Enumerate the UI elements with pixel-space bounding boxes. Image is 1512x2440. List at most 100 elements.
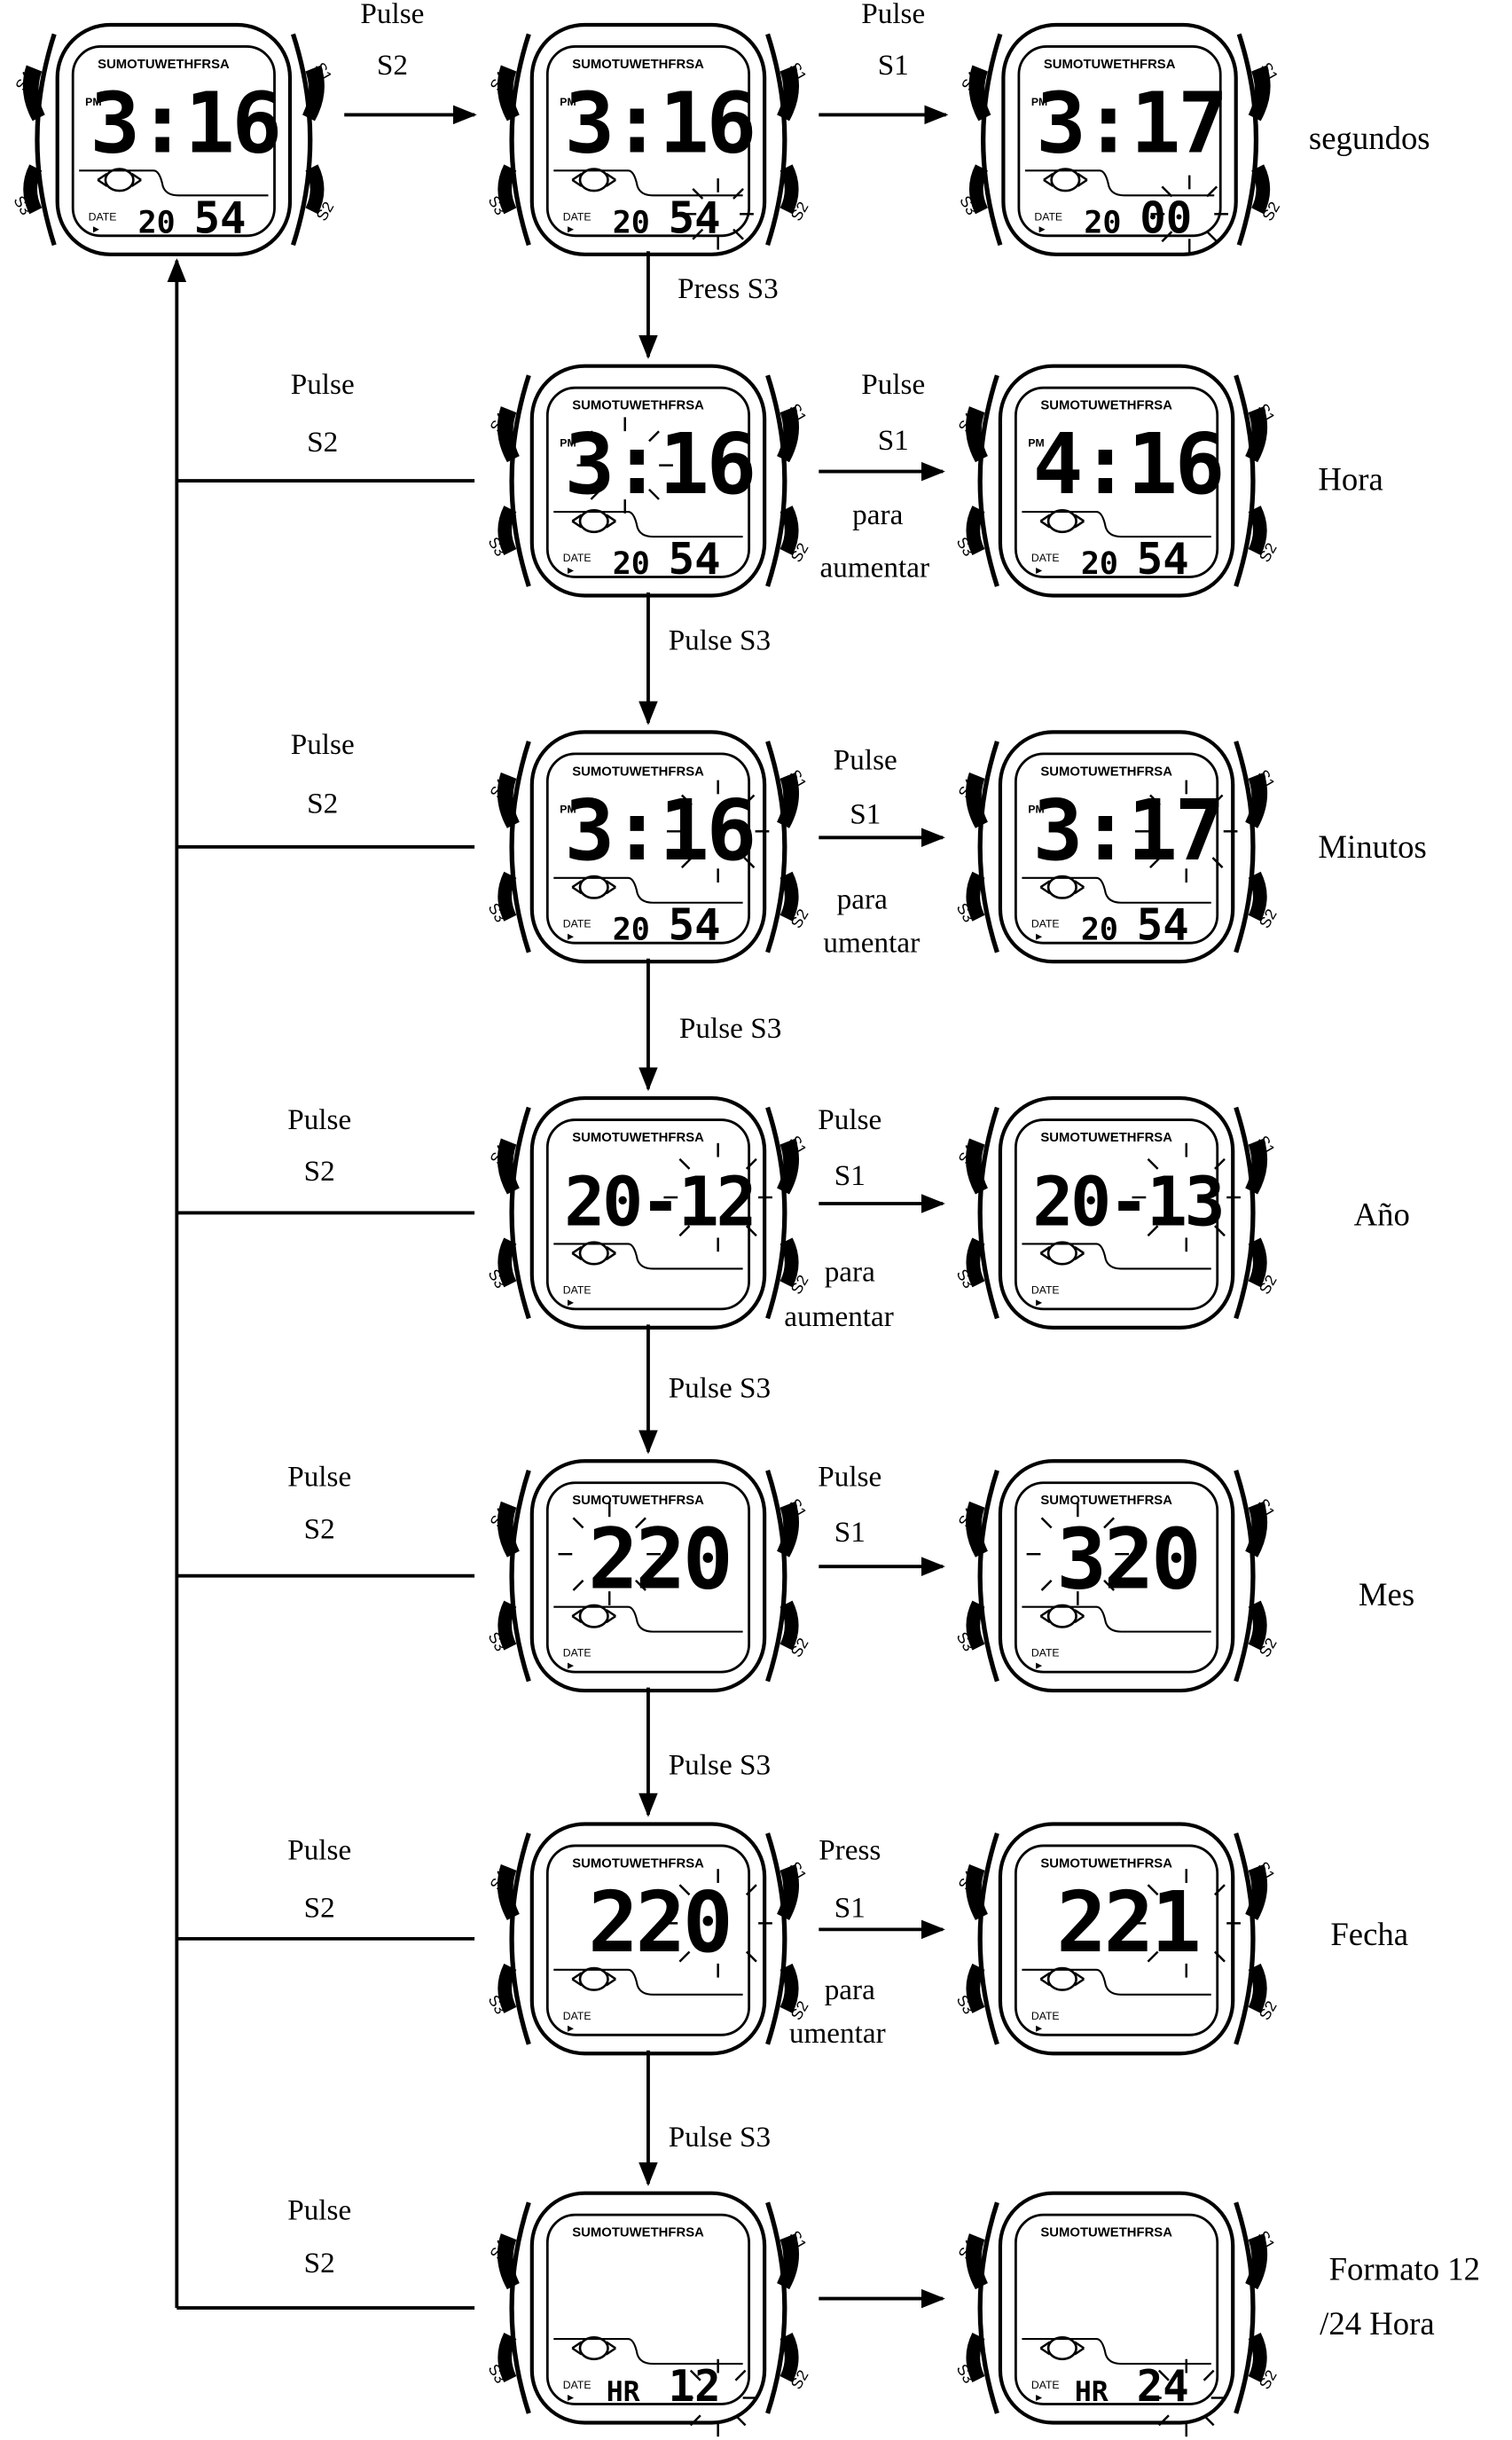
bezel-left [509,1106,531,1320]
day-of-week-strip: SUMOTUWETHFRSA [572,1856,704,1871]
pm-indicator: PM [1028,437,1044,450]
sub-digits-right: 12 [669,2361,721,2412]
blink-ray [689,2369,701,2381]
sub-digits-left: 20 [138,205,176,240]
bezel-right [765,1469,787,1683]
lcd-screen [1014,386,1219,578]
bezel-left [977,2201,999,2414]
button-s1-lug [777,1138,800,1195]
down-label-formato: Pulse S3 [668,2122,772,2154]
lcd-divider [553,1243,743,1270]
date-pointer [1036,2394,1043,2401]
blink-ray [678,1950,691,1963]
blink-rays [558,1502,661,1605]
return-s2-label: S2 [303,1155,335,1189]
date-label: DATE [563,2010,591,2022]
return-s2-label: S2 [303,1892,335,1926]
mode-icon [1046,1966,1077,1991]
section-label-formato: Formato 12 [1328,2250,1480,2288]
mode-icon-arrows [1039,2341,1085,2356]
hr-label: HR [1075,2376,1109,2408]
button-s3-lug [497,871,517,922]
day-of-week-strip: SUMOTUWETHFRSA [1040,1856,1172,1871]
button-s2-lug [780,164,799,215]
date-label: DATE [1034,210,1062,223]
button-s1-lug [1245,1138,1268,1195]
date-label: DATE [563,918,591,930]
main-digits: 3:17 [1033,782,1222,880]
button-s2-lug [1248,1963,1267,2013]
blink-ray [1214,1884,1226,1896]
lcd-screen [71,45,276,238]
sub-digits-left: 20 [1084,205,1121,240]
blink-ray [1040,1580,1053,1591]
button-s3-lug [966,506,985,556]
lcd-screen [545,1481,751,1674]
button-s4-lug [966,1501,988,1557]
date-label: DATE [89,210,117,223]
pm-indicator: PM [560,803,576,815]
date-pointer [568,568,575,575]
lcd-screen [1014,1844,1219,2036]
mode-icon [578,1966,609,1991]
button-s1-lug [1248,65,1271,122]
mode-icon-arrows [571,1245,616,1260]
button-s1-lug [1245,2233,1268,2290]
date-label: DATE [1031,1283,1060,1296]
pm-indicator: PM [85,96,101,108]
day-of-week-strip: SUMOTUWETHFRSA [1040,399,1172,413]
sub-digits-right: 00 [1140,192,1192,243]
mode-icon [104,168,135,192]
bezel-right [291,33,313,247]
bezel-right [1234,1469,1256,1683]
day-of-week-strip: SUMOTUWETHFRSA [98,58,230,72]
bezel-right [765,2201,787,2414]
day-of-week-strip: SUMOTUWETHFRSA [572,399,704,413]
side-pulse-label: Pulse [818,1461,882,1494]
blink-ray [732,228,744,240]
mode-icon-arrows [571,1972,616,1987]
side-pulse-label: Pulse [861,369,926,402]
down-label-ano: Pulse S3 [678,1012,782,1046]
section-label-hora: Hora [1318,460,1383,498]
down-label-hora: Press S3 [678,272,779,306]
blink-rays [1150,175,1228,254]
lcd-divider [1024,169,1215,197]
date-pointer [1038,226,1046,233]
date-label: DATE [1031,552,1060,564]
button-s2-lug [1251,164,1271,215]
blink-ray [734,2414,747,2427]
button-s3-lug [497,1600,517,1651]
lcd-screen [1014,1118,1219,1311]
lcd-divider [1022,876,1211,904]
button-s2-lug [1248,2333,1267,2383]
section-label-fecha: Fecha [1330,1915,1409,1953]
lcd-divider [1022,1243,1211,1270]
date-label: DATE [563,2379,591,2391]
top-pulse-label: Pulse [360,0,425,31]
blink-ray [1206,231,1218,243]
side-para-label: para [824,1256,875,1290]
blink-ray [572,1517,584,1529]
button-s1-lug [302,65,325,122]
day-of-week-strip: SUMOTUWETHFRSA [572,765,704,779]
side-aumentar-label: aumentar [784,1301,894,1334]
button-s3-lug [968,164,988,215]
blink-ray [678,1884,691,1896]
button-s3-lug [966,2333,985,2383]
mode-icon-arrows [571,514,616,529]
blink-rays [663,1869,772,1978]
main-digits: 20-13 [1032,1163,1222,1242]
button-s2-lug [1248,1600,1267,1651]
mode-icon [1050,168,1081,192]
button-s4-lug [497,2233,520,2290]
sub-digits-right: 54 [1137,900,1189,951]
blink-ray [1211,857,1224,868]
